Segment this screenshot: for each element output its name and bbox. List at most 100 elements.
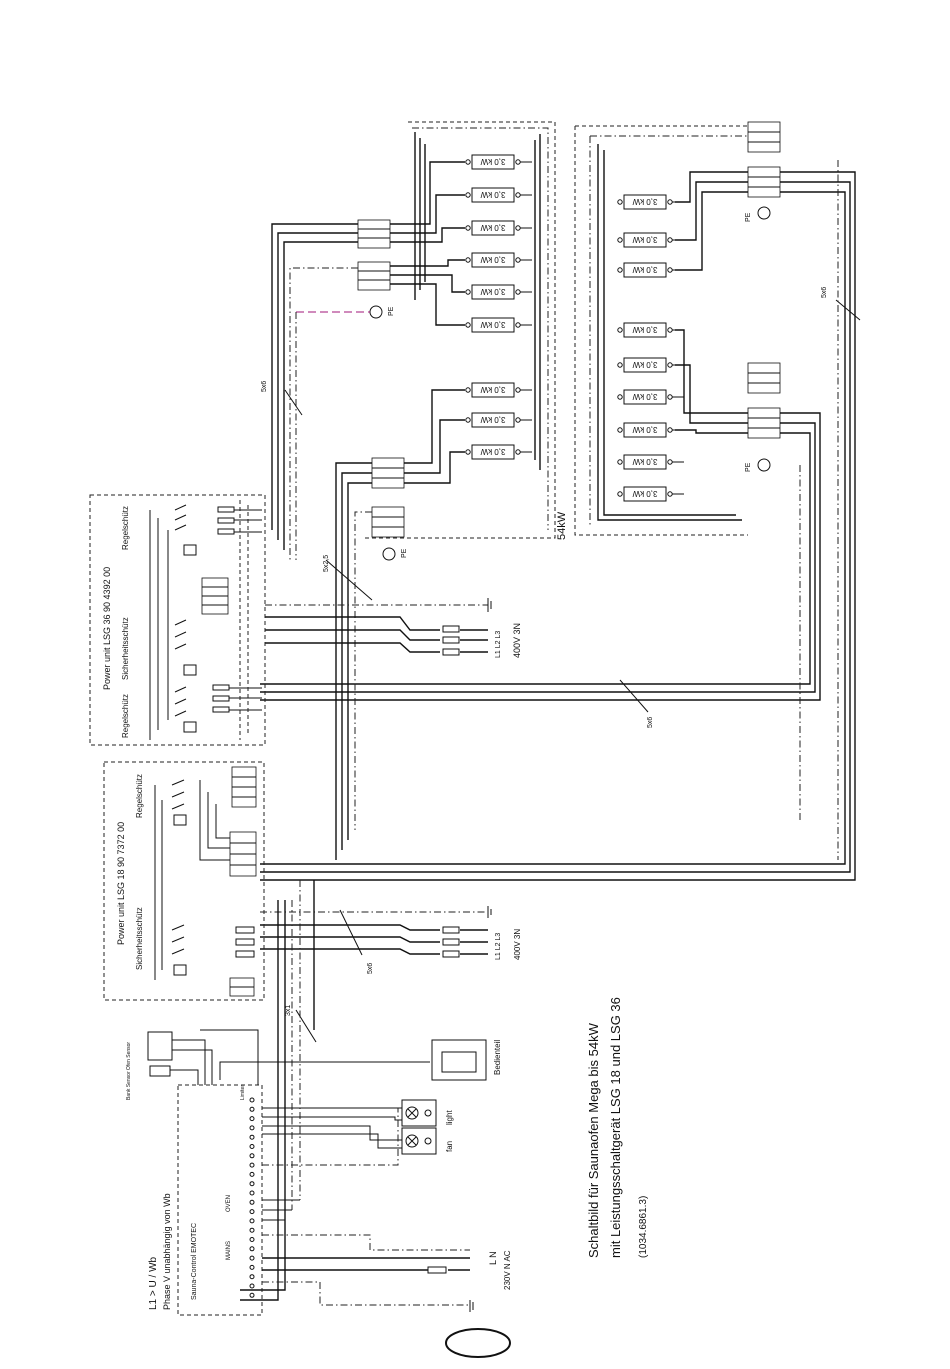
lsg36-contactor-bot: Regelschütz [121, 694, 130, 738]
mains-phases: L N [488, 1251, 498, 1265]
controller-terminal [249, 1292, 255, 1298]
phase-note-1: L1 > U / Wb [148, 1256, 159, 1310]
controller-terminal [249, 1097, 255, 1103]
controller-terminal [249, 1106, 255, 1112]
oven-label: OVEN [226, 1195, 232, 1212]
heater-label: 3,0 kW [480, 287, 505, 296]
mains-label: MAINS [226, 1241, 232, 1260]
controller-terminal [249, 1153, 255, 1159]
heater-element: 3,0 kW [465, 154, 532, 170]
control-unit-name: Sauna-Control EMOTEC [191, 1223, 198, 1300]
terminal-block-right-3 [747, 362, 781, 394]
heater-label: 3,0 kW [480, 385, 505, 394]
limiter-label: Limiter [240, 1085, 246, 1100]
controller-terminal [249, 1218, 255, 1224]
heater-bank-right: PE PE 5x6 3,0 kW 3,0 kW 3,0 kW 3,0 kW 3,0 kW… [260, 121, 861, 881]
caption-line-3: (1034.6861.3) [638, 1196, 649, 1258]
controller-terminal [249, 1264, 255, 1270]
controller-terminal [249, 1227, 255, 1233]
controller-terminal [249, 1181, 255, 1187]
mains-voltage: 230V N AC [503, 1250, 512, 1290]
controller-terminal [249, 1255, 255, 1261]
ground-icon [757, 458, 771, 472]
controller-terminal [249, 1199, 255, 1205]
heater-label: 3,0 kW [632, 360, 657, 369]
heater-element: 3,0 kW [617, 454, 684, 470]
sensor-1-label: Bank Sensor [126, 1071, 132, 1100]
heater-element: 3,0 kW [465, 317, 532, 333]
controller-terminal [249, 1125, 255, 1131]
heater-label: 3,0 kW [480, 223, 505, 232]
lsg18-contactor-bot: Sicherheitsschütz [135, 907, 144, 970]
heater-element: 3,0 kW [465, 284, 532, 300]
power-unit-lsg18: Power unit LSG 18 90 7372 00 Regelschütz… [103, 761, 265, 1001]
cable-5x6-label: 5x6 [261, 381, 268, 392]
heater-label: 3,0 kW [480, 190, 505, 199]
controller-terminal [249, 1283, 255, 1289]
terminal-block-upper [357, 219, 391, 249]
heater-label: 3,0 kW [480, 255, 505, 264]
lsg36-contactor-mid: Sicherheitsschütz [121, 617, 130, 680]
power-unit-lsg36: Power unit LSG 36 90 4392 00 Regelschütz… [89, 494, 266, 746]
ground-icon [369, 305, 383, 319]
supply-1-phases: L1 L2 L3 [495, 631, 502, 658]
pe-label: PE [745, 462, 752, 472]
heater-label: 3,0 kW [480, 447, 505, 456]
diagram-caption: Schaltbild für Saunaofen Mega bis 54kW m… [586, 997, 649, 1258]
cable-5x25-label: 5x2,5 [323, 555, 330, 572]
heater-label: 3,0 kW [632, 235, 657, 244]
lsg18-title: Power unit LSG 18 90 7372 00 [116, 822, 126, 945]
heater-label: 3,0 kW [480, 320, 505, 329]
heater-element: 3,0 kW [617, 262, 684, 278]
sensor-2-label: Ofen Sensor [126, 1042, 132, 1070]
sauna-control: L1 > U / Wb Phase V unabhängig von Wb Sa… [126, 1029, 512, 1316]
controller-terminal [249, 1246, 255, 1252]
cable-5x6-label: 5x6 [367, 963, 374, 974]
phase-note-2: Phase V unabhängig von Wb [162, 1193, 172, 1310]
trunk-cables: 5x6 5x2,5 L1 L2 L3 400V 3N 5x6 L1 L2 L3 [240, 223, 654, 1301]
heater-label: 3,0 kW [632, 425, 657, 434]
lsg36-title: Power unit LSG 36 90 4392 00 [102, 567, 112, 690]
heater-element: 3,0 kW [465, 412, 532, 428]
heater-element: 3,0 kW [617, 422, 684, 438]
light-label: light [445, 1110, 454, 1125]
terminal-block-right-2 [747, 166, 781, 198]
total-power-label: 54kW [556, 511, 568, 540]
heater-element: 3,0 kW [617, 486, 684, 502]
control-panel-display [441, 1051, 477, 1073]
controller-terminal [249, 1144, 255, 1149]
supply-1-voltage: 400V 3N [512, 623, 522, 658]
controller-terminal [249, 1274, 255, 1280]
controller-terminal [249, 1237, 255, 1242]
oven-sensor-icon [147, 1031, 173, 1061]
fan-label: fan [445, 1141, 454, 1152]
heater-element: 3,0 kW [617, 194, 684, 210]
pe-label: PE [745, 212, 752, 222]
terminal-block-lower [371, 506, 405, 538]
heater-label: 3,0 kW [632, 392, 657, 401]
controller-terminal [249, 1134, 255, 1140]
caption-line-1: Schaltbild für Saunaofen Mega bis 54kW [586, 1022, 601, 1258]
ground-icon [757, 206, 771, 220]
control-panel-label: Bedienteil [493, 1040, 502, 1075]
heater-element: 3,0 kW [465, 220, 532, 236]
pe-label: PE [401, 548, 408, 558]
heater-element: 3,0 kW [465, 444, 532, 460]
heater-label: 3,0 kW [632, 325, 657, 334]
controller-terminal [249, 1162, 255, 1168]
bank-sensor-icon [149, 1065, 171, 1077]
supply-2-voltage: 400V 3N [513, 929, 522, 960]
cable-5x6-label: 5x6 [821, 287, 828, 298]
pe-label: PE [388, 306, 395, 316]
supply-2-phases: L1 L2 L3 [495, 933, 502, 960]
heater-element: 3,0 kW [617, 357, 684, 373]
heater-element: 3,0 kW [617, 389, 684, 405]
page-number-oval [445, 1328, 511, 1358]
heater-label: 3,0 kW [632, 197, 657, 206]
controller-terminal [249, 1209, 255, 1215]
lsg18-contactor-top: Regelschütz [135, 774, 144, 818]
controller-terminal [249, 1116, 255, 1122]
heater-label: 3,0 kW [632, 457, 657, 466]
heater-element: 3,0 kW [617, 232, 684, 248]
